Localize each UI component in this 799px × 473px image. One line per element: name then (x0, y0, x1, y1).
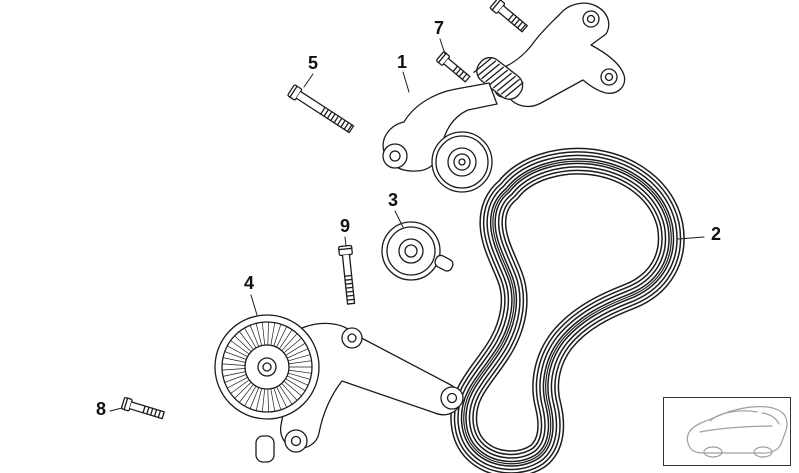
part-label-2: 2 (711, 224, 721, 244)
car-position-thumbnail (663, 397, 791, 466)
part-label-3: 3 (388, 190, 398, 210)
bolt-top (489, 0, 528, 33)
tensioner-pulley (431, 131, 493, 193)
bolt-8 (120, 396, 165, 420)
part-label-4: 4 (244, 273, 254, 293)
pulley-ribs (221, 321, 313, 413)
car-icon (686, 406, 788, 458)
tensioner-spring (473, 56, 524, 100)
drive-belt (464, 161, 671, 464)
idler-pulley (381, 221, 454, 281)
part-label-1: 1 (397, 52, 407, 72)
belt-tensioner (382, 56, 524, 193)
bolt-9 (338, 244, 356, 305)
part-labels: 1 2 3 4 5 7 8 9 (96, 18, 721, 419)
part-label-9: 9 (340, 216, 350, 236)
part-label-5: 5 (308, 53, 318, 73)
part-label-7: 7 (434, 18, 444, 38)
bolt-7 (436, 51, 471, 83)
deflection-pulley (214, 314, 320, 420)
leader-lines (109, 38, 705, 412)
bolt-5 (287, 84, 355, 134)
deflection-pulley-bracket (255, 322, 464, 463)
part-label-8: 8 (96, 399, 106, 419)
